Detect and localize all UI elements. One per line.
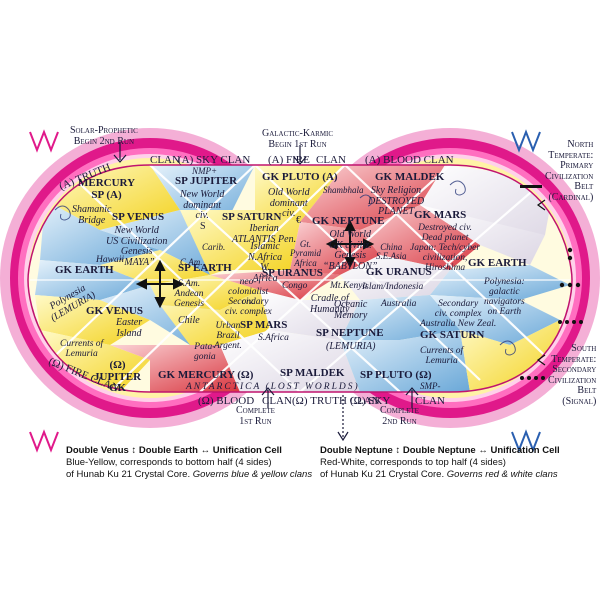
gk-pluto-c: € [296,215,301,226]
islam-indonesia-label: Islam/Indonesia [362,282,424,292]
gk-mars-label: GK MARS [414,209,467,221]
sky-clan-bottom: (Ω) SKY [350,395,391,407]
sp-earth-label: SP EARTH [178,262,232,274]
arrow-cross-icon [135,219,375,309]
gk-venus-label: GK VENUS [86,305,143,317]
hawaii-label: Hawaii [96,255,124,265]
gk-uranus-label: GK URANUS [366,266,432,278]
nmp-label: NMP+ [192,166,218,176]
sp-neptune-label: SP NEPTUNE [316,327,384,339]
gk-earth-right-label: GK EARTH [468,257,527,269]
c-am-label: C.Am. [180,257,203,267]
gk-earth-left-label: GK EARTH [55,264,114,276]
sp-venus-top-label: SP VENUS [112,211,165,223]
arrow-down-icon [113,142,419,442]
sp-jupiter-label: SP JUPITER [175,175,238,187]
carib-label: Carib. [202,242,226,252]
gk-mercury-label: GK MERCURY (Ω) [158,369,254,381]
gk-neptune-label: GK NEPTUNE [312,215,385,227]
double-v-glyph-icon [29,129,541,453]
signal-marks [520,185,583,380]
smp-label: SMP- [420,381,441,391]
cell-grid [28,165,572,392]
sp-jupiter-s: S [200,221,206,232]
antarctica-label: ANTARCTICA (LOST WORLDS) [186,382,360,392]
shambhala-label: Shambhala [323,185,364,195]
blood-clan-bottom: (Ω) BLOOD [198,395,255,407]
sky-clan-top: (A) SKY CLAN [178,154,251,166]
spiral-icon [54,180,516,356]
sp-uranus-label: SP URANUS [262,267,323,279]
sky-clan-bottom-2: CLAN [415,395,445,407]
sp-pluto-label: SP PLUTO (Ω) [360,369,432,381]
chile-label: Chile [178,315,200,326]
sp-mars-label: SP MARS [240,319,288,331]
congo-label: Congo [282,281,308,291]
blood-clan-bottom-2: CLAN [262,395,292,407]
blood-clan-top: (A) BLOOD CLAN [365,154,454,166]
gk-maldek-label: GK MALDEK [375,171,445,183]
fire-clan-top: (A) FIRE [268,154,310,166]
gk-pluto-label: GK PLUTO (A) [262,171,338,183]
mt-kenya-label: Mt.Kenya [330,281,368,291]
truth-clan-bottom: (Ω) TRUTH CLAN [292,395,380,407]
patagonia-label: Pata-gonia [194,342,216,362]
clan-top-left: CLAN [150,154,180,166]
australia-label: Australia [381,299,417,309]
gk-saturn-label: GK SATURN [420,329,485,341]
left-footnote: Double Venus ↕ Double Earth ↔ Unificatio… [66,445,313,480]
fire-clan-top-2: CLAN [316,154,346,166]
sp-neptune-sub: (LEMURIA) [326,341,376,352]
sp-saturn-label: SP SATURN [222,211,282,223]
s-africa-label: S.Africa [258,333,289,343]
sp-maldek-label: SP MALDEK [280,367,345,379]
right-footnote: Double Neptune ↕ Double Neptune ↔ Unific… [320,445,560,480]
